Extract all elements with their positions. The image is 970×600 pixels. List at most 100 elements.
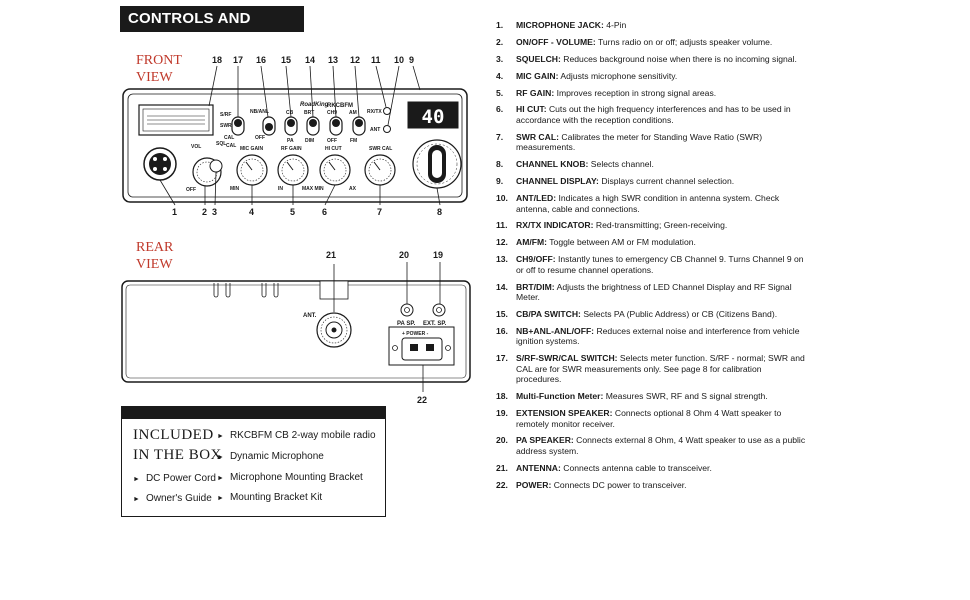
brand-logo: RoadKing — [300, 102, 329, 108]
microphone-jack[interactable] — [143, 147, 177, 181]
label-power: + POWER - — [402, 331, 429, 337]
included-item: ►DC Power Cord — [133, 473, 216, 484]
legend-description: Connects external 8 Ohm, 4 Watt speaker … — [516, 435, 806, 456]
legend-number: 19. — [496, 408, 508, 419]
label-rx-tx: RX/TX — [367, 109, 382, 115]
label-cb: CB — [286, 110, 294, 116]
legend-term: AM/FM: — [516, 237, 548, 248]
hi-cut-knob[interactable] — [319, 154, 351, 186]
legend-item: 2. ON/OFF - VOLUME: Turns radio on or off… — [496, 37, 806, 48]
legend-description: Reduces background noise when there is n… — [560, 53, 797, 64]
legend-item: 14.BRT/DIM: Adjusts the brightness of LE… — [496, 282, 806, 303]
legend-number: 21. — [496, 462, 508, 473]
legend-item: 10.ANT/LED: Indicates a high SWR conditi… — [496, 193, 806, 214]
power-connector[interactable] — [388, 326, 455, 366]
label-in: IN — [278, 186, 283, 192]
legend-number: 15. — [496, 308, 508, 319]
am-fm-switch[interactable] — [352, 116, 366, 136]
ant-led — [383, 125, 391, 133]
legend-item: 4.MIC GAIN: Adjusts microphone sensitivi… — [496, 71, 806, 82]
legend-description: Selects meter function. S/RF - normal; S… — [516, 353, 805, 385]
legend-item: 16.NB+ANL-ANL/OFF: Reduces external nois… — [496, 326, 806, 347]
legend-number: 16. — [496, 325, 508, 336]
legend-term: CH9/OFF: — [516, 254, 556, 265]
arrow-icon: ► — [217, 495, 224, 502]
callout-19: 19 — [433, 250, 443, 260]
legend-description: Selects PA (Public Address) or CB (Citiz… — [580, 308, 778, 319]
callout-5: 5 — [290, 207, 295, 217]
label-ax: AX — [349, 186, 357, 192]
ch9-off-switch[interactable] — [329, 116, 343, 136]
label-rf-gain: RF GAIN — [281, 146, 302, 152]
legend-number: 20. — [496, 435, 508, 446]
label-ant-rear: ANT. — [303, 313, 317, 319]
included-topbar — [122, 407, 385, 419]
legend-item: 15. CB/PA SWITCH: Selects PA (Public Addr… — [496, 309, 806, 320]
srf-swr-switch[interactable] — [231, 116, 245, 136]
legend-description: Reduces external noise and interference … — [516, 325, 800, 347]
callout-17: 17 — [233, 55, 243, 65]
legend-number: 12. — [496, 237, 508, 248]
legend-number: 17. — [496, 353, 508, 364]
label-fm: FM — [350, 138, 357, 144]
legend-term: CB/PA SWITCH: — [516, 308, 581, 319]
label-dim: DIM — [305, 138, 314, 144]
legend-term: ON/OFF - VOLUME: — [516, 36, 596, 47]
legend-number: 13. — [496, 254, 508, 265]
included-item: ►Dynamic Microphone — [217, 451, 324, 462]
label-ant: ANT — [370, 127, 380, 133]
legend-description: Instantly tunes to emergency CB Channel … — [516, 254, 804, 275]
label-cal-2: CAL — [226, 143, 236, 149]
included-item: ►Microphone Mounting Bracket — [217, 472, 363, 483]
legend-item: 11.RX/TX INDICATOR: Red-transmitting; Gr… — [496, 220, 806, 231]
legend-term: HI CUT: — [516, 104, 547, 115]
legend-description: Turns radio on or off; adjusts speaker v… — [595, 36, 773, 47]
swr-cal-knob[interactable] — [364, 154, 396, 186]
legend-description: Connects optional 8 Ohm 4 Watt speaker t… — [516, 408, 782, 429]
legend-number: 11. — [496, 220, 508, 231]
pa-speaker-jack[interactable] — [400, 303, 414, 317]
legend-description: Measures SWR, RF and S signal strength. — [603, 391, 768, 402]
legend-item: 6.HI CUT: Cuts out the high frequency in… — [496, 104, 806, 125]
legend-item: 20.PA SPEAKER: Connects external 8 Ohm, … — [496, 435, 806, 456]
callout-13: 13 — [328, 55, 338, 65]
front-view-label: FRONT VIEW — [136, 53, 182, 85]
callout-18: 18 — [212, 55, 222, 65]
cb-pa-switch[interactable] — [284, 116, 298, 136]
legend-item: 7.SWR CAL: Calibrates the meter for Stan… — [496, 132, 806, 153]
legend-term: EXTENSION SPEAKER: — [516, 408, 613, 419]
legend-description: Connects antenna cable to transceiver. — [560, 462, 712, 473]
legend-item: 8.CHANNEL KNOB: Selects channel. — [496, 159, 806, 170]
legend-item: 1.MICROPHONE JACK: 4-Pin — [496, 20, 806, 31]
label-off-2: OFF — [327, 138, 337, 144]
rf-gain-knob[interactable] — [277, 154, 309, 186]
label-swr: SWR — [220, 123, 232, 129]
legend-item: 12.AM/FM: Toggle between AM or FM modula… — [496, 237, 806, 248]
callout-8: 8 — [437, 207, 442, 217]
antenna-connector[interactable] — [316, 312, 352, 348]
callout-21: 21 — [326, 250, 336, 260]
ext-speaker-jack[interactable] — [432, 303, 446, 317]
legend-description: Calibrates the meter for Standing Wave R… — [516, 131, 763, 153]
legend-term: SWR CAL: — [516, 131, 559, 142]
callout-7: 7 — [377, 207, 382, 217]
legend-term: Multi-Function Meter: — [516, 391, 604, 402]
included-item: ►Mounting Bracket Kit — [217, 492, 323, 503]
legend-item: 18.Multi-Function Meter: Measures SWR, R… — [496, 391, 806, 402]
legend-description: Cuts out the high frequency interference… — [516, 104, 791, 125]
nb-anl-switch[interactable] — [262, 116, 276, 136]
brt-dim-switch[interactable] — [306, 116, 320, 136]
rx-tx-led — [383, 107, 391, 115]
legend-number: 2. — [496, 36, 504, 47]
multi-function-meter — [138, 104, 214, 136]
callout-2: 2 — [202, 207, 207, 217]
channel-knob[interactable] — [412, 139, 462, 189]
mic-gain-knob[interactable] — [236, 154, 268, 186]
squelch-knob — [209, 159, 223, 173]
label-swr-cal: SWR CAL — [369, 146, 392, 152]
callout-1: 1 — [172, 207, 177, 217]
legend-description: Indicates a high SWR condition in antenn… — [516, 193, 780, 214]
rear-view-label: REAR VIEW — [136, 240, 174, 272]
label-pa-sp: PA SP. — [397, 321, 416, 327]
